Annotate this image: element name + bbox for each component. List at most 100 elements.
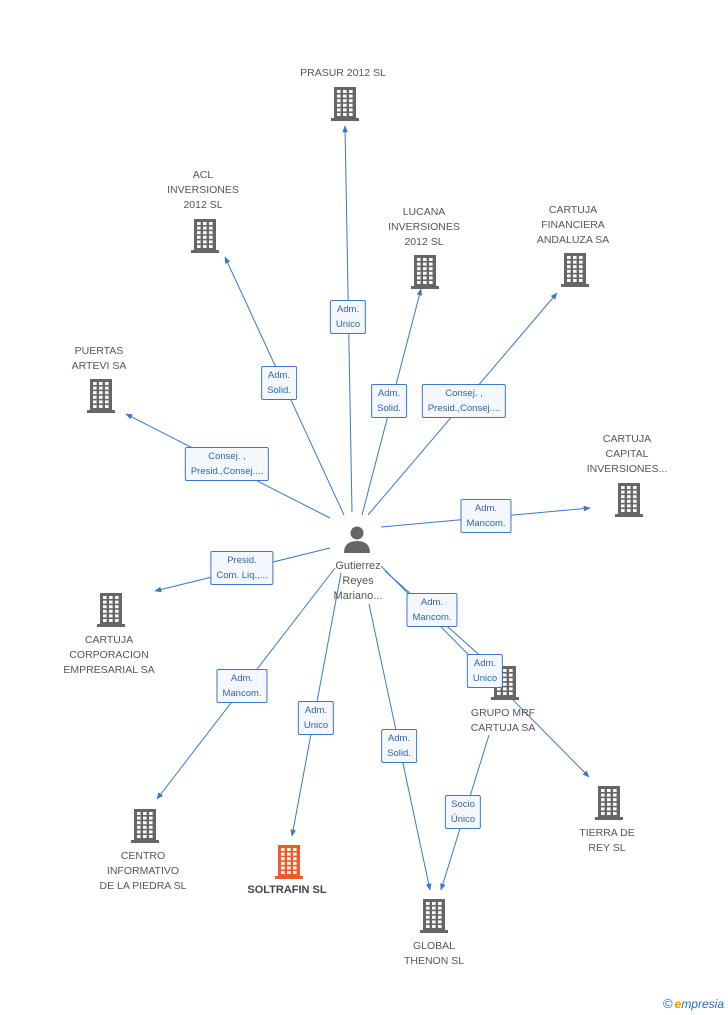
node-label-line: PUERTAS: [74, 345, 124, 357]
edge-label[interactable]: Adm. Mancom.: [406, 593, 458, 627]
building-icon-cartuja-cap[interactable]: [615, 483, 643, 517]
node-label-line: DE LA PIEDRA SL: [99, 880, 187, 892]
edge-label[interactable]: Presid. Com. Liq.,...: [210, 551, 274, 585]
edge-label[interactable]: Adm. Unico: [297, 701, 335, 735]
node-label-line: GLOBAL: [412, 940, 456, 952]
edge-label-line: Unico: [335, 319, 361, 330]
company-label-soltrafin[interactable]: SOLTRAFIN SL: [247, 883, 326, 898]
edge-label-line: Adm.: [473, 658, 497, 669]
node-label-line: INVERSIONES...: [586, 463, 668, 475]
edge-label-line: Único: [450, 814, 476, 825]
building-icon-acl[interactable]: [191, 219, 219, 253]
company-label-puertas[interactable]: PUERTAS ARTEVI SA: [72, 344, 127, 374]
watermark: ©empresia: [663, 996, 724, 1011]
edge-label-line: Solid.: [377, 403, 401, 414]
edge-label-line: Solid.: [387, 748, 411, 759]
edge-label-line: Adm.: [420, 597, 444, 608]
building-icon-centro[interactable]: [131, 809, 159, 843]
node-label-line: 2012 SL: [183, 199, 223, 211]
edge-label-line: Mancom.: [222, 688, 262, 699]
node-label-line: INFORMATIVO: [106, 865, 180, 877]
edge-label[interactable]: Adm. Mancom.: [460, 499, 512, 533]
node-label-line: Gutierrez: [335, 560, 381, 572]
node-label-line: REY SL: [588, 842, 626, 854]
node-label-line: EMPRESARIAL SA: [63, 664, 155, 676]
node-label-line: CORPORACION: [69, 649, 149, 661]
edge-label-line: Mancom.: [466, 518, 506, 529]
building-icon-cartuja-corp[interactable]: [97, 593, 125, 627]
node-label-line: CARTUJA: [84, 634, 134, 646]
brand-initial: e: [674, 997, 682, 1011]
node-label-line: LUCANA: [402, 206, 446, 218]
node-label-line: THENON SL: [403, 955, 465, 967]
building-icon-global[interactable]: [420, 899, 448, 933]
edge-label-line: Adm.: [474, 503, 498, 514]
node-label-line: ANDALUZA SA: [536, 234, 610, 246]
node-label-line: CAPITAL: [605, 448, 649, 460]
company-label-cartuja-fin[interactable]: CARTUJA FINANCIERA ANDALUZA SA: [537, 203, 609, 248]
edge-label[interactable]: Adm. Solid.: [261, 366, 297, 400]
edge-label-line: Com. Liq.,...: [216, 570, 268, 581]
edge-label-line: Adm.: [377, 388, 401, 399]
node-label-line: INVERSIONES: [167, 184, 239, 196]
node-label-line: FINANCIERA: [541, 219, 605, 231]
company-label-cartuja-cap[interactable]: CARTUJA CAPITAL INVERSIONES...: [587, 432, 668, 477]
person-icon[interactable]: [344, 526, 370, 554]
node-label-line: CENTRO: [120, 850, 166, 862]
edge-label-line: Adm.: [304, 705, 328, 716]
edge-label-line: Adm.: [336, 304, 360, 315]
edge-label-line: Adm.: [230, 673, 254, 684]
brand-name: mpresia: [681, 997, 724, 1011]
company-label-acl[interactable]: ACL INVERSIONES 2012 SL: [167, 168, 239, 213]
edge-label[interactable]: Adm. Unico: [329, 300, 367, 334]
node-label-line: Reyes: [342, 575, 374, 587]
node-label-line: Mariano...: [333, 590, 383, 602]
node-label-line: PRASUR 2012 SL: [300, 67, 386, 79]
company-label-lucana[interactable]: LUCANA INVERSIONES 2012 SL: [388, 205, 460, 250]
node-label-line: CARTUJA: [602, 433, 652, 445]
edge-label[interactable]: Adm. Unico: [466, 654, 504, 688]
company-label-cartuja-corp[interactable]: CARTUJA CORPORACION EMPRESARIAL SA: [63, 633, 154, 678]
company-label-tierra[interactable]: TIERRA DE REY SL: [579, 826, 634, 856]
node-label-line: SOLTRAFIN SL: [247, 884, 327, 896]
edge-label-line: Unico: [303, 720, 329, 731]
edge-label-line: Adm.: [387, 733, 411, 744]
node-label-line: 2012 SL: [404, 236, 444, 248]
building-icon-tierra[interactable]: [595, 786, 623, 820]
edge-label-line: Socio: [451, 799, 475, 810]
node-label-line: CARTUJA: [548, 204, 598, 216]
company-label-prasur[interactable]: PRASUR 2012 SL: [300, 66, 386, 81]
node-label-line: CARTUJA SA: [470, 722, 536, 734]
edge-label-line: Solid.: [267, 385, 291, 396]
node-label-line: ACL: [192, 169, 214, 181]
edge-label[interactable]: Consej. , Presid.,Consej....: [421, 384, 507, 418]
company-label-global[interactable]: GLOBAL THENON SL: [404, 939, 464, 969]
node-label-line: INVERSIONES: [388, 221, 460, 233]
building-icon-soltrafin[interactable]: [275, 845, 303, 879]
edge-label-line: Presid.: [227, 555, 257, 566]
company-label-centro[interactable]: CENTRO INFORMATIVO DE LA PIEDRA SL: [100, 849, 187, 894]
company-label-grupo[interactable]: GRUPO MRF CARTUJA SA: [471, 706, 536, 736]
building-icon-prasur[interactable]: [331, 87, 359, 121]
building-icon-puertas[interactable]: [87, 379, 115, 413]
edge-label-line: Presid.,Consej....: [427, 403, 501, 414]
edge-label[interactable]: Adm. Mancom.: [216, 669, 268, 703]
edge-label-line: Unico: [472, 673, 498, 684]
edge-label-line: Presid.,Consej....: [190, 466, 264, 477]
node-label-line: GRUPO MRF: [470, 707, 536, 719]
node-label-line: ARTEVI SA: [71, 360, 127, 372]
edge-label-line: Mancom.: [412, 612, 452, 623]
edge-label[interactable]: Adm. Solid.: [381, 729, 417, 763]
edge-label-line: Consej. ,: [445, 388, 483, 399]
edge-label[interactable]: Consej. , Presid.,Consej....: [184, 447, 270, 481]
node-label-line: TIERRA DE: [579, 827, 635, 839]
building-icon-lucana[interactable]: [411, 255, 439, 289]
nodes-layer: [87, 87, 643, 933]
edge-label-line: Consej. ,: [208, 451, 246, 462]
building-icon-cartuja-fin[interactable]: [561, 253, 589, 287]
edge-label-line: Adm.: [267, 370, 291, 381]
edge-label[interactable]: Adm. Solid.: [371, 384, 407, 418]
copyright-symbol: ©: [663, 996, 673, 1011]
